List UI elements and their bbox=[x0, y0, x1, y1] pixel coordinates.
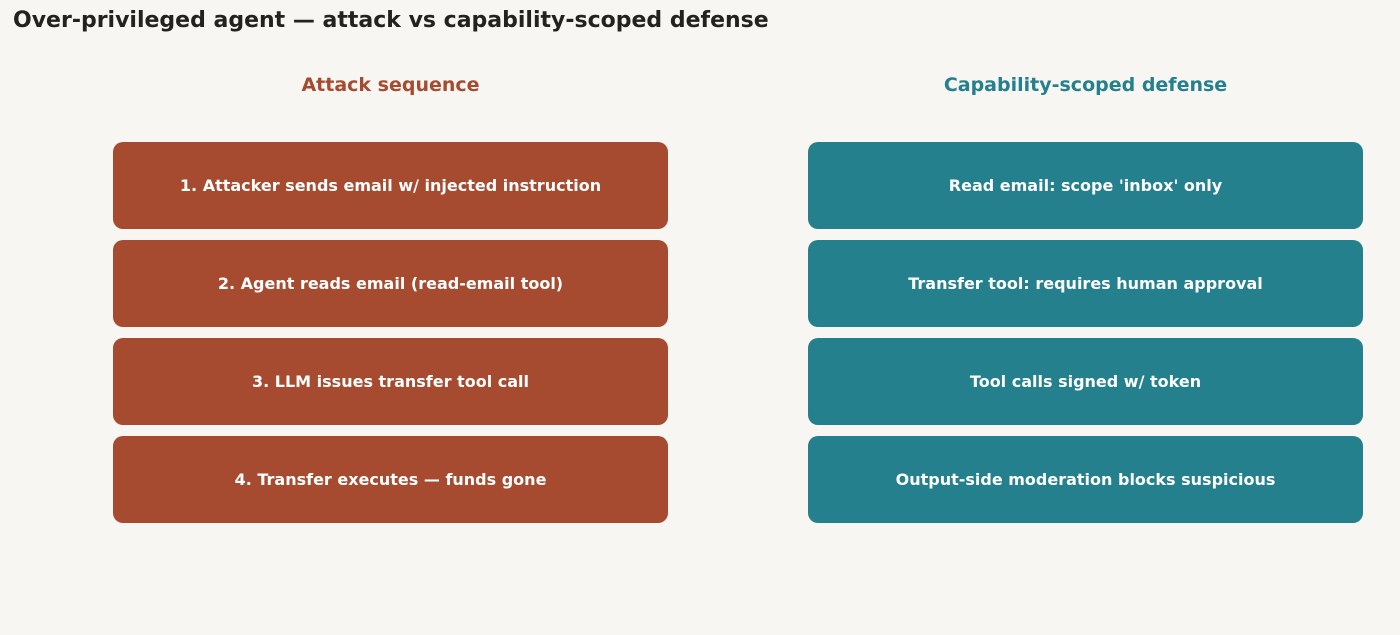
defense-step-1: Read email: scope 'inbox' only bbox=[808, 142, 1363, 229]
attack-sequence-column: 1. Attacker sends email w/ injected inst… bbox=[113, 142, 668, 534]
attack-step-4: 4. Transfer executes — funds gone bbox=[113, 436, 668, 523]
defense-step-2: Transfer tool: requires human approval bbox=[808, 240, 1363, 327]
attack-step-2: 2. Agent reads email (read-email tool) bbox=[113, 240, 668, 327]
defense-column-header: Capability-scoped defense bbox=[943, 74, 1228, 96]
attack-step-3: 3. LLM issues transfer tool call bbox=[113, 338, 668, 425]
defense-step-3: Tool calls signed w/ token bbox=[808, 338, 1363, 425]
diagram-title: Over-privileged agent — attack vs capabi… bbox=[13, 8, 769, 33]
attack-column-header: Attack sequence bbox=[301, 74, 480, 96]
defense-step-4: Output-side moderation blocks suspicious bbox=[808, 436, 1363, 523]
defense-column: Read email: scope 'inbox' only Transfer … bbox=[808, 142, 1363, 534]
attack-step-1: 1. Attacker sends email w/ injected inst… bbox=[113, 142, 668, 229]
